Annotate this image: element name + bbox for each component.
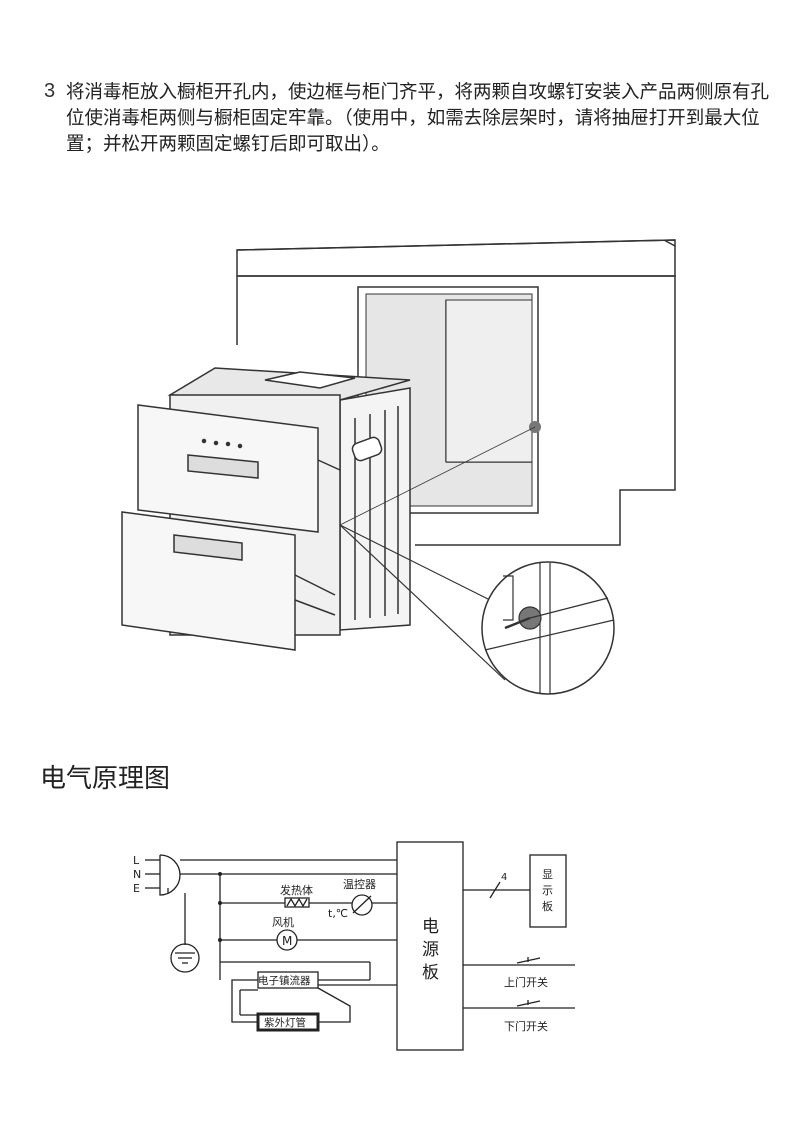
display-char-3: 板 <box>542 899 553 913</box>
lower-door-switch-label: 下门开关 <box>504 1019 548 1033</box>
ground-circle <box>170 943 200 973</box>
uv-lamp-label: 紫外灯管 <box>264 1016 306 1029</box>
screw-detail-callout <box>339 421 615 695</box>
electrical-schematic: L N E 发热体 温控器 t,℃ 风机 M 电子镇流器 紫外灯管 电 源 板 … <box>133 841 575 1051</box>
heater-label: 发热体 <box>280 883 313 897</box>
line-label-n: N <box>133 868 141 881</box>
thermostat-symbol: t,℃ <box>328 907 348 920</box>
upper-door-switch-label: 上门开关 <box>504 975 548 989</box>
section-title: 电气原理图 <box>40 764 171 794</box>
step-number: 3 <box>44 80 56 102</box>
power-board-char-3: 板 <box>422 963 439 983</box>
display-char-1: 显 <box>542 868 553 881</box>
bus-count: 4 <box>501 872 507 883</box>
fan-label: 风机 <box>272 915 294 929</box>
thermostat-label: 温控器 <box>343 877 376 891</box>
ballast-label: 电子镇流器 <box>258 974 311 987</box>
motor-symbol-icon: M <box>282 934 292 948</box>
step-text: 将消毒柜放入橱柜开孔内，使边框与柜门齐平，将两颗自攻螺钉安装入产品两侧原有孔位使… <box>66 82 770 155</box>
power-board-char-1: 电 <box>422 917 439 937</box>
installation-illustration <box>121 239 676 695</box>
line-label-e: E <box>133 882 140 895</box>
power-board-char-2: 源 <box>422 940 439 960</box>
sterilizer-cabinet-drawing <box>121 367 411 651</box>
display-char-2: 示 <box>542 884 553 897</box>
line-label-l: L <box>133 854 140 867</box>
plug-symbol <box>159 854 181 896</box>
